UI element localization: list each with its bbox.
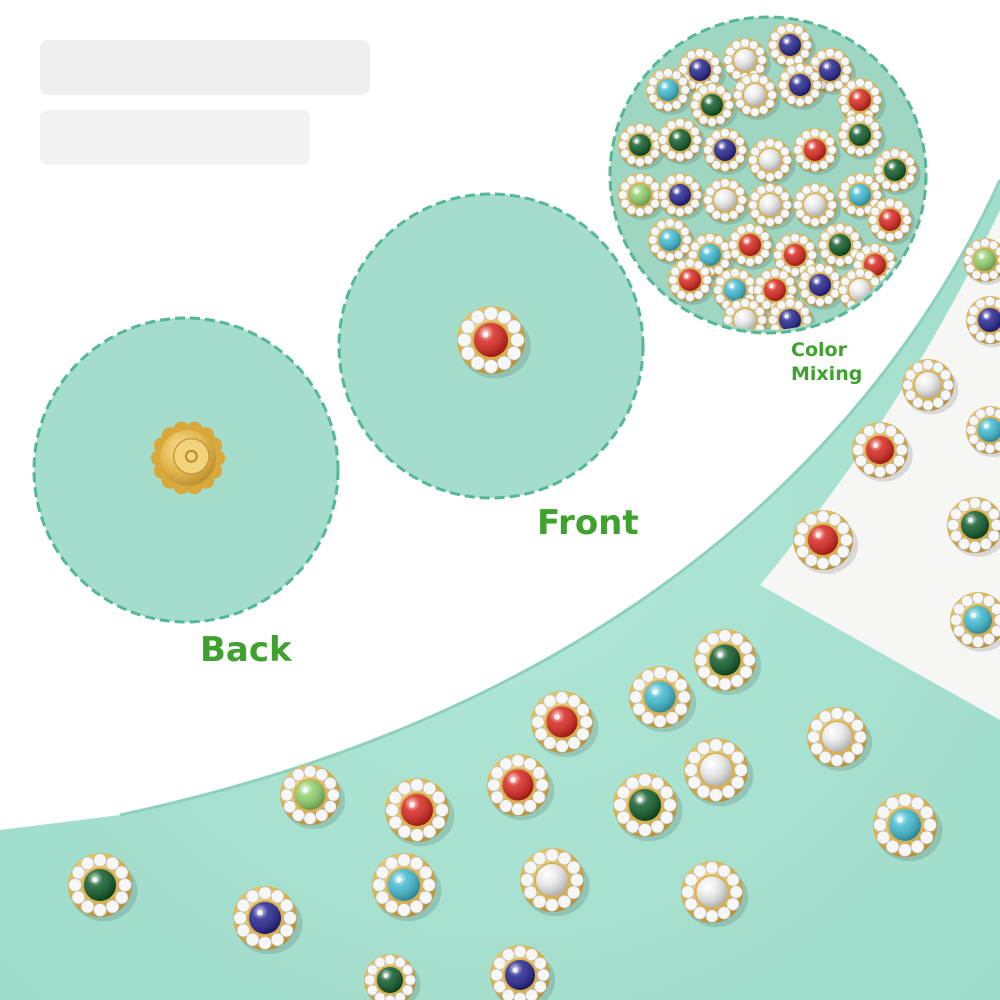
rhinestone-icon — [733, 73, 781, 120]
rhinestone-icon — [873, 148, 921, 195]
rhinestone-icon — [648, 218, 696, 265]
rhinestone-icon — [531, 691, 599, 758]
rhinestone-icon — [793, 128, 841, 175]
rhinestone-icon — [681, 861, 749, 928]
rhinestone-icon — [703, 178, 751, 225]
rhinestone-icon — [902, 359, 959, 415]
rhinestone-icon — [694, 629, 762, 696]
rhinestone-icon — [658, 118, 706, 165]
rhinestone-icon — [668, 258, 716, 305]
color-mixing-label-line2: Mixing — [791, 363, 863, 385]
color-mixing-label: Color Mixing — [791, 338, 862, 386]
color-mixing-stones — [618, 23, 921, 330]
rhinestone-icon — [966, 296, 1000, 348]
rhinestone-icon — [873, 793, 943, 862]
rhinestone-icon — [690, 83, 738, 130]
rhinestone-icon — [618, 123, 666, 170]
red-rhinestone-icon — [457, 306, 531, 379]
rhinestone-icon — [868, 198, 916, 245]
front-label: Front — [537, 503, 639, 543]
panel-edge-line — [119, 179, 1000, 817]
rhinestone-icon — [748, 183, 796, 230]
rhinestone-icon — [950, 592, 1000, 652]
rhinestone-icon — [490, 945, 556, 1000]
rhinestone-icon — [966, 406, 1000, 458]
rhinestone-icon — [793, 510, 859, 574]
rhinestone-icon — [963, 238, 1000, 285]
rhinestone-icon — [629, 666, 697, 733]
rhinestone-icon — [793, 183, 841, 230]
gold-button-back-icon — [150, 421, 226, 495]
rhinestone-icon — [68, 853, 138, 922]
color-mixing-label-line1: Color — [791, 339, 847, 361]
rhinestone-icon — [947, 497, 1000, 557]
rhinestone-icon — [778, 63, 826, 110]
rhinestone-icon — [280, 765, 346, 829]
rhinestone-icon — [457, 306, 531, 379]
rhinestone-icon — [838, 78, 886, 125]
rhinestone-icon — [703, 128, 751, 175]
blurred-watermark-top — [40, 40, 370, 95]
scattered-rhinestones — [68, 238, 1000, 1000]
rhinestone-icon — [613, 773, 683, 842]
back-label: Back — [200, 630, 292, 670]
rhinestone-icon — [487, 754, 555, 821]
rhinestone-icon — [684, 738, 754, 807]
rhinestone-icon — [618, 173, 666, 220]
rhinestone-icon — [728, 223, 776, 270]
rhinestone-icon — [768, 23, 816, 70]
rhinestone-icon — [852, 422, 913, 482]
blurred-watermark-bottom — [40, 110, 310, 165]
rhinestone-icon — [723, 298, 771, 330]
rhinestone-icon — [520, 848, 590, 917]
rhinestone-icon — [838, 113, 886, 160]
rhinestone-icon — [372, 853, 442, 922]
rhinestone-icon — [385, 778, 455, 847]
rhinestone-icon — [748, 138, 796, 185]
rhinestone-icon — [233, 886, 303, 955]
rhinestone-icon — [658, 173, 706, 220]
rhinestone-icon — [364, 954, 421, 1000]
rhinestone-icon — [646, 68, 694, 115]
rhinestone-icon — [807, 707, 873, 771]
